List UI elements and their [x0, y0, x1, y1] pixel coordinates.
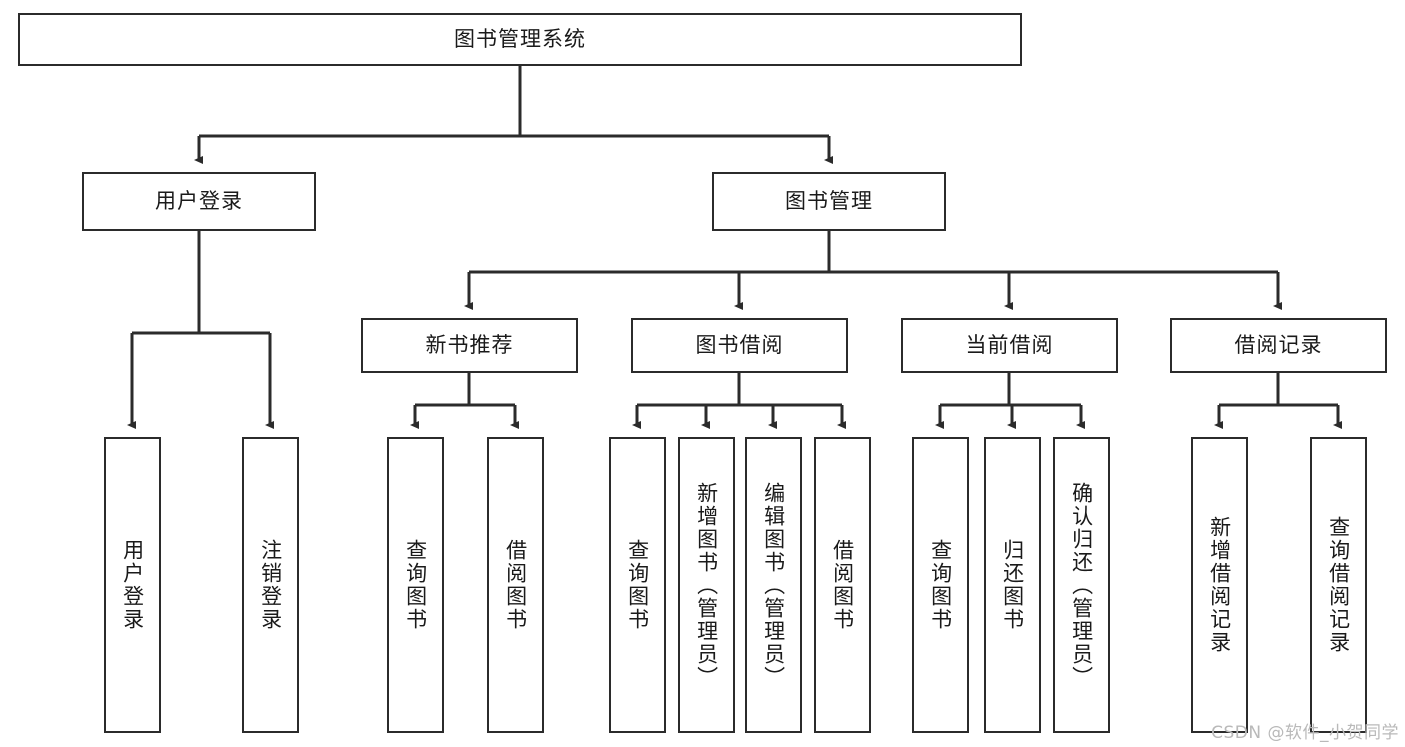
node-leaf-edit-book-label: 编辑图书（管理员） [761, 481, 786, 689]
node-current-borrow[interactable]: 当前借阅 [901, 318, 1118, 373]
node-borrow-record-label: 借阅记录 [1234, 332, 1323, 357]
node-leaf-query-record-label: 查询借阅记录 [1326, 516, 1351, 654]
node-new-book-rec[interactable]: 新书推荐 [361, 318, 578, 373]
node-leaf-query-book-1-label: 查询图书 [403, 539, 428, 631]
node-current-borrow-label: 当前借阅 [965, 332, 1054, 357]
node-new-book-rec-label: 新书推荐 [425, 332, 514, 357]
node-leaf-borrow-book-2[interactable]: 借阅图书 [814, 437, 871, 733]
node-leaf-user-login-label: 用户登录 [120, 539, 145, 631]
node-root-label: 图书管理系统 [454, 26, 586, 51]
node-leaf-add-book[interactable]: 新增图书（管理员） [678, 437, 735, 733]
node-leaf-query-record[interactable]: 查询借阅记录 [1310, 437, 1367, 733]
node-leaf-return-book[interactable]: 归还图书 [984, 437, 1041, 733]
node-leaf-logout-label: 注销登录 [258, 539, 283, 631]
node-user-login-label: 用户登录 [155, 188, 243, 213]
node-leaf-query-book-1[interactable]: 查询图书 [387, 437, 444, 733]
node-leaf-query-book-2-label: 查询图书 [625, 539, 650, 631]
node-leaf-query-book-2[interactable]: 查询图书 [609, 437, 666, 733]
node-leaf-query-book-3[interactable]: 查询图书 [912, 437, 969, 733]
node-leaf-query-book-3-label: 查询图书 [928, 539, 953, 631]
node-leaf-confirm-return-label: 确认归还（管理员） [1069, 481, 1094, 689]
node-user-login[interactable]: 用户登录 [82, 172, 316, 231]
node-book-manage-label: 图书管理 [785, 188, 873, 213]
node-book-manage[interactable]: 图书管理 [712, 172, 946, 231]
node-book-borrow[interactable]: 图书借阅 [631, 318, 848, 373]
node-leaf-user-login[interactable]: 用户登录 [104, 437, 161, 733]
node-leaf-add-record-label: 新增借阅记录 [1207, 516, 1232, 654]
node-leaf-add-record[interactable]: 新增借阅记录 [1191, 437, 1248, 733]
node-leaf-return-book-label: 归还图书 [1000, 539, 1025, 631]
node-leaf-borrow-book-1-label: 借阅图书 [503, 539, 528, 631]
node-leaf-logout[interactable]: 注销登录 [242, 437, 299, 733]
node-borrow-record[interactable]: 借阅记录 [1170, 318, 1387, 373]
node-root[interactable]: 图书管理系统 [18, 13, 1022, 66]
node-leaf-edit-book[interactable]: 编辑图书（管理员） [745, 437, 802, 733]
node-leaf-confirm-return[interactable]: 确认归还（管理员） [1053, 437, 1110, 733]
watermark-text: CSDN @软件_小贺同学 [1211, 723, 1399, 743]
node-leaf-borrow-book-1[interactable]: 借阅图书 [487, 437, 544, 733]
node-leaf-add-book-label: 新增图书（管理员） [694, 481, 719, 689]
node-leaf-borrow-book-2-label: 借阅图书 [830, 539, 855, 631]
node-book-borrow-label: 图书借阅 [695, 332, 784, 357]
